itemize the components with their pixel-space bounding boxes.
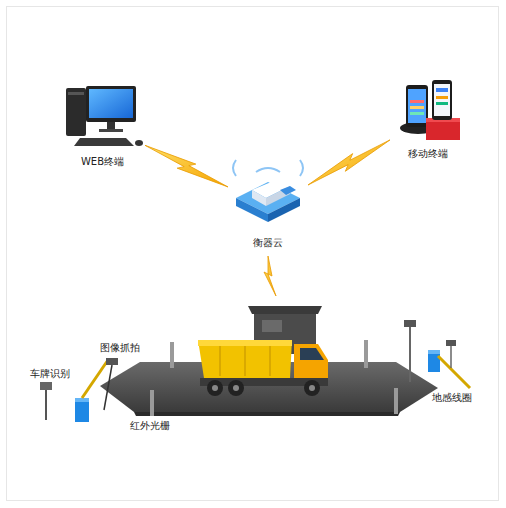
terminal-node: WEB终端 bbox=[60, 80, 145, 168]
dump-truck bbox=[198, 340, 328, 396]
left-equipment bbox=[40, 358, 118, 422]
equipment-label: 图像抓拍 bbox=[100, 342, 140, 354]
signal-bolt bbox=[145, 145, 228, 187]
node-label: 衡器云 bbox=[253, 237, 283, 249]
cloud-icon bbox=[233, 160, 303, 222]
node-label: 移动终端 bbox=[408, 148, 448, 160]
node-label: WEB终端 bbox=[81, 156, 124, 168]
right-equipment bbox=[404, 320, 470, 388]
equipment-label: 地感线圈 bbox=[432, 392, 472, 404]
terminal-node: 移动终端 bbox=[390, 78, 466, 160]
card-frame bbox=[7, 7, 499, 501]
signal-bolt bbox=[264, 256, 276, 296]
mobile-icon bbox=[400, 80, 460, 140]
computer-icon bbox=[66, 86, 143, 146]
signal-bolt bbox=[308, 140, 390, 185]
terminal-node: 衡器云 bbox=[228, 165, 308, 249]
grating-posts bbox=[150, 340, 398, 416]
equipment-label: 红外光栅 bbox=[130, 420, 170, 432]
equipment-label: 车牌识别 bbox=[30, 368, 70, 380]
